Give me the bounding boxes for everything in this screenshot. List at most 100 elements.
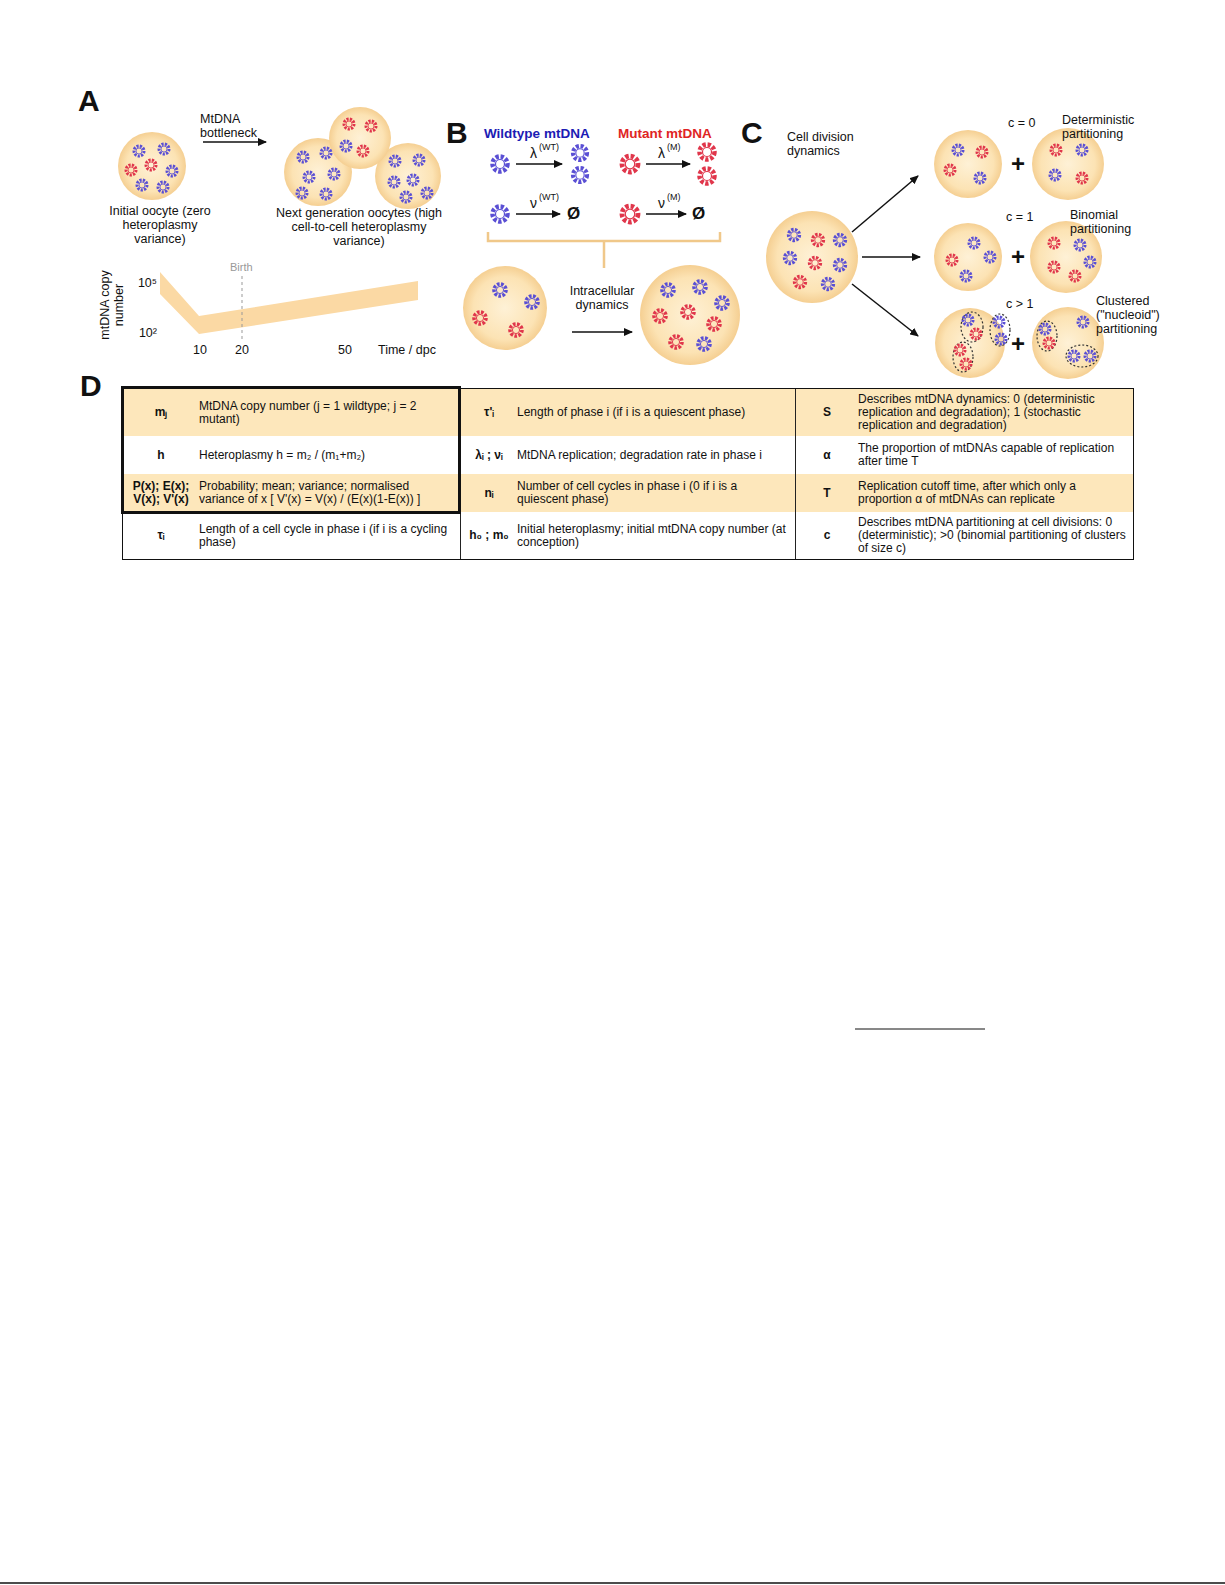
mtdna: [321, 148, 331, 158]
mtdna: [390, 156, 400, 166]
symbol: α: [800, 449, 858, 462]
label: +: [1011, 152, 1025, 176]
label: 20: [231, 343, 253, 357]
label: Intracellular dynamics: [562, 284, 642, 312]
description: Length of phase i (if i is a quiescent p…: [517, 406, 791, 419]
mtdna: [134, 146, 144, 156]
copy-number-band: [160, 272, 418, 334]
label: Initial oocyte (zero heteroplasmy varian…: [98, 204, 222, 246]
description: Length of a cell cycle in phase i (if i …: [199, 523, 456, 549]
label: Ø: [692, 204, 705, 223]
mtdna: [996, 334, 1006, 344]
mtdna: [622, 156, 638, 172]
table-cell: cDescribes mtDNA partitioning at cell di…: [795, 512, 1133, 559]
label: Cell division dynamics: [787, 130, 867, 158]
mtdna: [1085, 257, 1095, 267]
table-cell: hHeteroplasmy h = m₂ / (m₁+m₂): [123, 436, 460, 474]
label: Deterministic partitioning: [1062, 113, 1147, 141]
mtdna: [366, 121, 376, 131]
arrow: [572, 331, 632, 333]
label: Binomial partitioning: [1070, 208, 1145, 236]
nucleoid: [961, 312, 983, 342]
mtdna: [493, 157, 508, 172]
mtdna: [955, 345, 965, 355]
label: +: [1011, 332, 1025, 356]
birth-line: [242, 276, 243, 342]
mtdna: [1077, 145, 1087, 155]
mtdna: [510, 324, 522, 336]
mtdna: [1085, 351, 1095, 361]
label: (M): [667, 192, 681, 202]
description: The proportion of mtDNAs capable of repl…: [858, 442, 1129, 468]
mtdna: [297, 188, 307, 198]
label: 10⁵: [138, 276, 157, 290]
mtdna: [785, 253, 796, 264]
cell: [935, 308, 1005, 378]
mtdna: [494, 284, 506, 296]
mtdna: [298, 152, 308, 162]
mtdna: [146, 160, 156, 170]
mtdna: [389, 177, 399, 187]
panel-letter: A: [78, 86, 100, 116]
mtdna: [408, 175, 418, 185]
mtdna: [304, 172, 314, 182]
label: (M): [667, 142, 681, 152]
mtdna: [835, 235, 846, 246]
mtdna: [953, 145, 963, 155]
mtdna: [945, 165, 955, 175]
mtdna: [682, 306, 694, 318]
mtdna: [813, 235, 824, 246]
bracket: [488, 232, 720, 268]
label: (WT): [539, 192, 559, 202]
label: 50: [334, 343, 356, 357]
mtdna: [670, 336, 682, 348]
cell: [640, 265, 740, 365]
label: Next generation oocytes (high cell-to-ce…: [274, 206, 444, 248]
table-cell: P(x); E(x); V(x); V'(x)Probability; mean…: [123, 474, 460, 512]
arrow: [646, 213, 686, 215]
mtdna: [401, 192, 411, 202]
description: Replication cutoff time, after which onl…: [858, 480, 1129, 506]
label: ν: [530, 196, 537, 212]
cell: [463, 266, 547, 350]
table-cell: τᵢLength of a cell cycle in phase i (if …: [123, 512, 460, 559]
mtdna: [654, 310, 666, 322]
mtdna: [1078, 317, 1088, 327]
mtdna: [1050, 170, 1060, 180]
mtdna: [493, 207, 508, 222]
symbol: S: [800, 406, 858, 419]
cell: [934, 223, 1002, 291]
label: c > 1: [1006, 297, 1033, 311]
mtdna: [158, 182, 168, 192]
oocyte: [329, 107, 391, 169]
label: c = 1: [1006, 210, 1033, 224]
cell: [766, 211, 858, 303]
label: Ø: [567, 204, 580, 223]
arrow: [646, 163, 690, 165]
mtdna: [810, 258, 821, 269]
mtdna: [414, 155, 424, 165]
mtdna: [1077, 173, 1087, 183]
mtdna: [700, 169, 715, 184]
symbol: τ'ᵢ: [465, 406, 517, 419]
mtdna: [341, 141, 351, 151]
nucleoid: [1066, 345, 1098, 367]
mtdna: [1049, 262, 1059, 272]
mtdna: [977, 147, 987, 157]
arrow: [852, 284, 918, 336]
mtdna: [167, 166, 177, 176]
mtdna: [716, 297, 728, 309]
label: Mutant mtDNA: [618, 126, 712, 141]
label: Clustered ("nucleoid") partitioning: [1096, 294, 1171, 336]
arrow: [203, 141, 266, 143]
label: mtDNA copy number: [98, 270, 126, 340]
mtdna: [1069, 351, 1079, 361]
mtdna: [994, 317, 1004, 327]
cell: [1032, 307, 1104, 379]
mtdna: [985, 252, 995, 262]
mtdna: [622, 206, 638, 222]
description: Initial heteroplasmy; initial mtDNA copy…: [517, 523, 791, 549]
mtdna: [698, 338, 710, 350]
mtdna: [1051, 145, 1061, 155]
panel-letter: D: [80, 371, 102, 401]
